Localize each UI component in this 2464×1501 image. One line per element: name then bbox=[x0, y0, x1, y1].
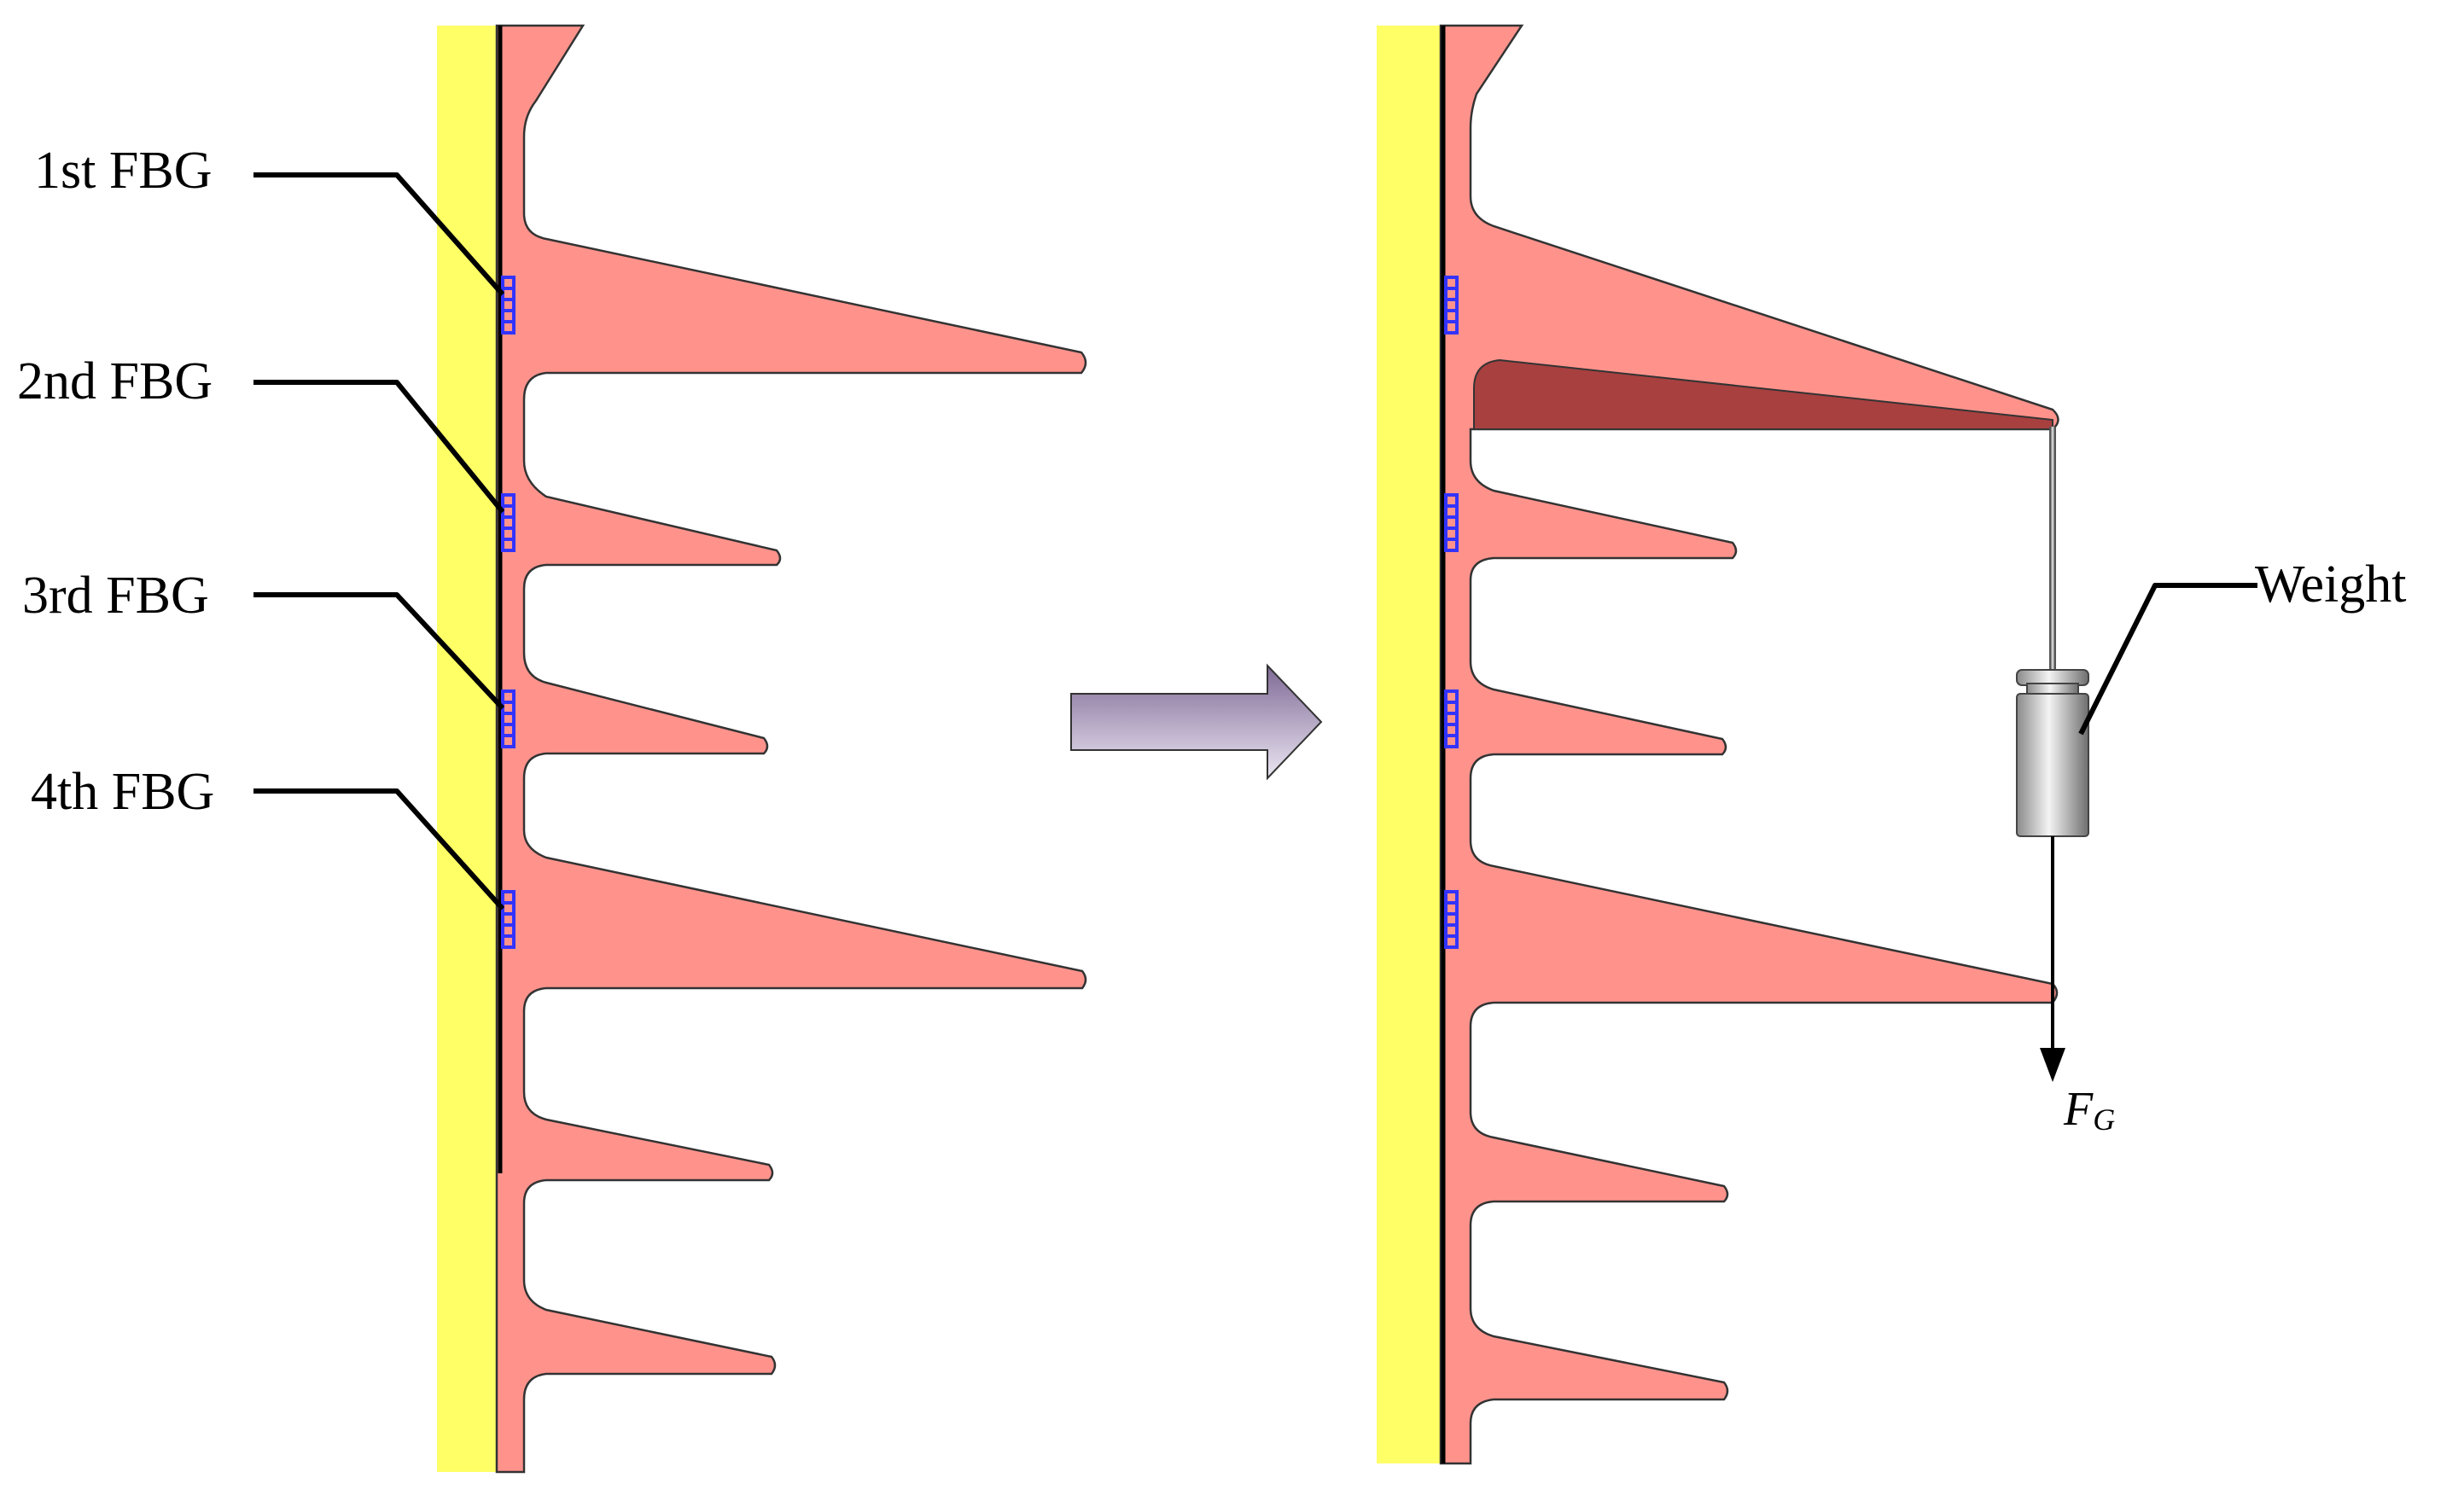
fbg-sensor-loaded-1 bbox=[1444, 276, 1459, 335]
fbg-sensor-4 bbox=[501, 890, 516, 949]
leader-line-2 bbox=[253, 380, 505, 514]
fbg-sensor-2 bbox=[501, 493, 516, 552]
weight-label: Weight bbox=[2255, 556, 2407, 614]
fbg-leader-lines bbox=[253, 172, 505, 911]
weight-body bbox=[2016, 693, 2089, 837]
leader-line-4 bbox=[253, 788, 505, 911]
core-rod bbox=[437, 26, 497, 1472]
fbg-label-4: 4th FBG bbox=[31, 763, 214, 821]
fbg-sensor-1 bbox=[501, 276, 516, 335]
fbg-sensors-loaded bbox=[1444, 276, 1459, 949]
fbg-label-3: 3rd FBG bbox=[22, 567, 209, 625]
fbg-label-2: 2nd FBG bbox=[17, 352, 213, 410]
hanging-weight bbox=[2016, 427, 2089, 837]
fbg-labels: 1st FBG 2nd FBG 3rd FBG 4th FBG bbox=[17, 142, 214, 821]
force-symbol: F bbox=[2063, 1083, 2094, 1136]
transition-arrow bbox=[1070, 663, 1323, 781]
fbg-sensor-loaded-4 bbox=[1444, 890, 1459, 949]
leader-line-3 bbox=[253, 592, 505, 711]
core-rod-loaded bbox=[1377, 26, 1441, 1463]
housing-with-sheds-loaded bbox=[1439, 24, 2059, 1465]
panel-before-loading: 1st FBG 2nd FBG 3rd FBG 4th FBG bbox=[17, 24, 1087, 1474]
fbg-sensor-loaded-3 bbox=[1444, 689, 1459, 748]
fbg-sensors bbox=[501, 276, 516, 949]
fbg-sensor-loaded-2 bbox=[1444, 493, 1459, 552]
leader-line-1 bbox=[253, 172, 505, 296]
fbg-label-1: 1st FBG bbox=[34, 142, 212, 200]
weight-leader-line bbox=[2078, 583, 2257, 736]
housing-with-sheds bbox=[495, 24, 1087, 1474]
gravity-force-arrow bbox=[2040, 836, 2065, 1082]
force-subscript: G bbox=[2093, 1102, 2115, 1137]
deflected-shed-region bbox=[1473, 358, 2053, 430]
force-label: FG bbox=[2063, 1083, 2115, 1137]
panel-after-loading: FG Weight bbox=[1377, 24, 2407, 1465]
fbg-sensor-3 bbox=[501, 689, 516, 748]
